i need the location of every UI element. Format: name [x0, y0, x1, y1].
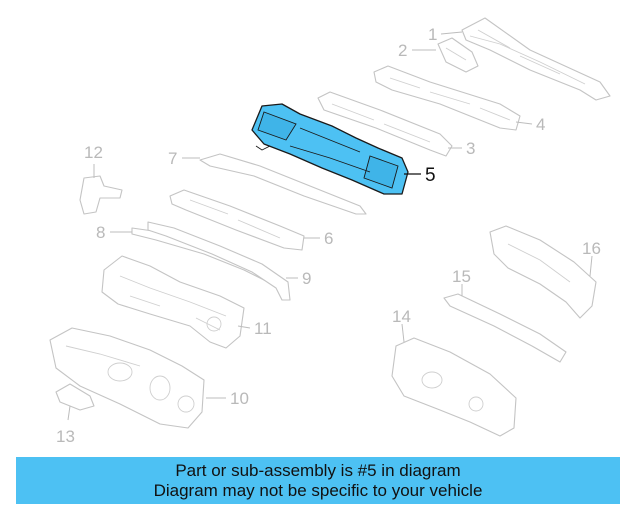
part-14-dash-side: [391, 337, 517, 437]
part-15-brace: [443, 293, 567, 363]
callout-10: 10: [230, 389, 249, 408]
callout-12: 12: [84, 143, 103, 162]
part-5-cowl-top-panel: [251, 103, 409, 195]
callout-16: 16: [582, 239, 601, 258]
callout-1: 1: [428, 25, 437, 44]
callout-15: 15: [452, 267, 471, 286]
part-10-dash-lower: [49, 327, 205, 429]
part-1-cowl-grille: [461, 17, 611, 101]
part-12-small-bracket: [79, 175, 123, 215]
callout-3: 3: [466, 139, 475, 158]
info-banner: Part or sub-assembly is #5 in diagram Di…: [16, 457, 620, 504]
callout-2: 2: [398, 41, 407, 60]
callout-14: 14: [392, 307, 411, 326]
callout-9: 9: [302, 269, 311, 288]
part-13-clip: [55, 383, 95, 411]
parts-diagram: 1 2 4 3 5 7 12 6 8 9 11 10 13 14 15 16: [49, 17, 611, 446]
part-6-lower-panel: [169, 189, 305, 251]
callout-13: 13: [56, 427, 75, 446]
leader-lines: [67, 31, 593, 421]
banner-line-1: Part or sub-assembly is #5 in diagram: [175, 460, 461, 480]
part-9-rear-seal: [147, 221, 291, 301]
part-7-seal: [199, 153, 367, 215]
part-2-bracket: [437, 37, 479, 73]
banner-line-2: Diagram may not be specific to your vehi…: [153, 480, 483, 500]
callout-8: 8: [96, 223, 105, 242]
callout-4: 4: [536, 115, 545, 134]
part-16-side-panel: [489, 225, 597, 319]
callout-5: 5: [425, 165, 436, 186]
callout-11: 11: [254, 319, 272, 338]
part-4-cowl-panel: [373, 65, 521, 131]
part-3-reinforcement: [317, 91, 453, 157]
callout-6: 6: [324, 229, 333, 248]
part-11-dash-panel: [101, 255, 245, 349]
callout-7: 7: [168, 149, 177, 168]
